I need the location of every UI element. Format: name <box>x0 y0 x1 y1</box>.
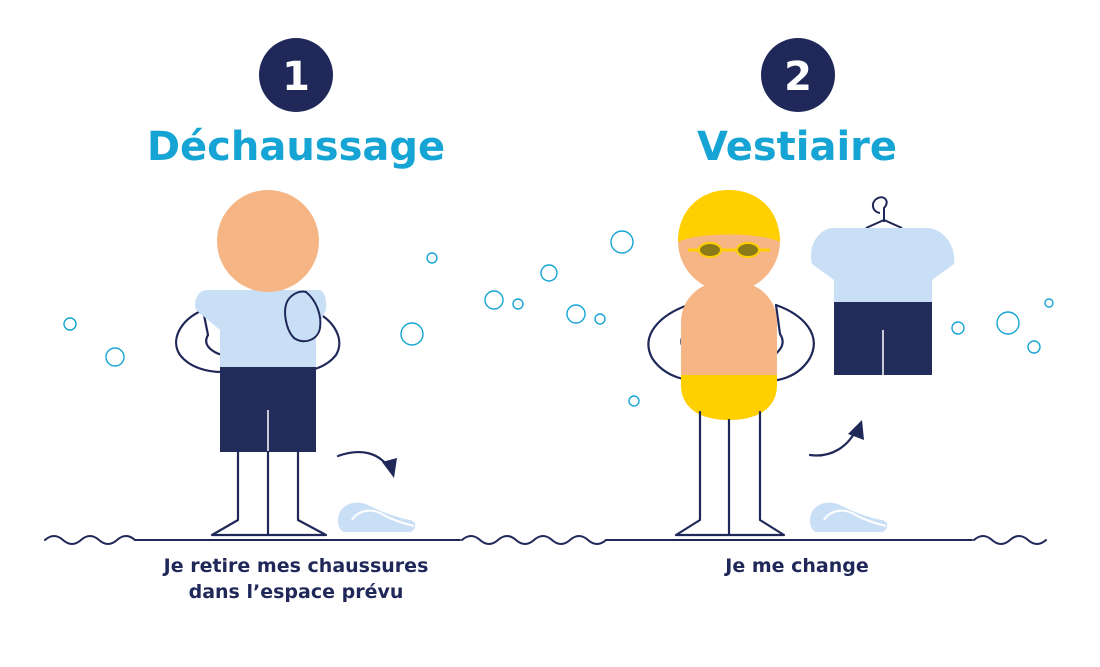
glove-icon <box>284 290 322 343</box>
arrow-head <box>848 420 864 440</box>
shoes-icon <box>337 502 416 532</box>
swim-cap <box>678 190 780 242</box>
step-2-caption-line-1: Je me change <box>723 555 869 577</box>
step-1-caption-line-2: dans l’espace prévu <box>189 581 404 603</box>
ground-line <box>44 535 1047 545</box>
step-1-title: Déchaussage <box>147 124 445 170</box>
step-2-number: 2 <box>784 54 812 100</box>
curved-arrow-down-icon <box>336 450 392 472</box>
legs <box>674 410 786 537</box>
step-1: 1 Déchaussage <box>147 38 445 537</box>
step-1-caption-line-1: Je retire mes chaussures <box>162 555 429 577</box>
child-swimsuit-figure <box>647 190 815 537</box>
step-2-number-badge <box>761 38 835 112</box>
left-arm <box>175 308 224 374</box>
hanging-shirt <box>810 228 955 302</box>
child-barefoot-figure <box>175 190 341 537</box>
step-1-number-badge <box>259 38 333 112</box>
goggles-icon <box>698 242 722 258</box>
legs <box>210 450 328 537</box>
arrow-head <box>382 458 397 478</box>
swim-trunks <box>681 375 777 420</box>
bubbles <box>63 230 1054 407</box>
head <box>217 190 319 292</box>
right-arm <box>764 303 815 382</box>
step-1-number: 1 <box>282 54 310 100</box>
hanging-clothes-icon <box>810 196 955 375</box>
step-2: 2 Vestiaire <box>647 38 955 537</box>
shoes-icon <box>809 502 888 532</box>
step-2-title: Vestiaire <box>697 124 897 170</box>
